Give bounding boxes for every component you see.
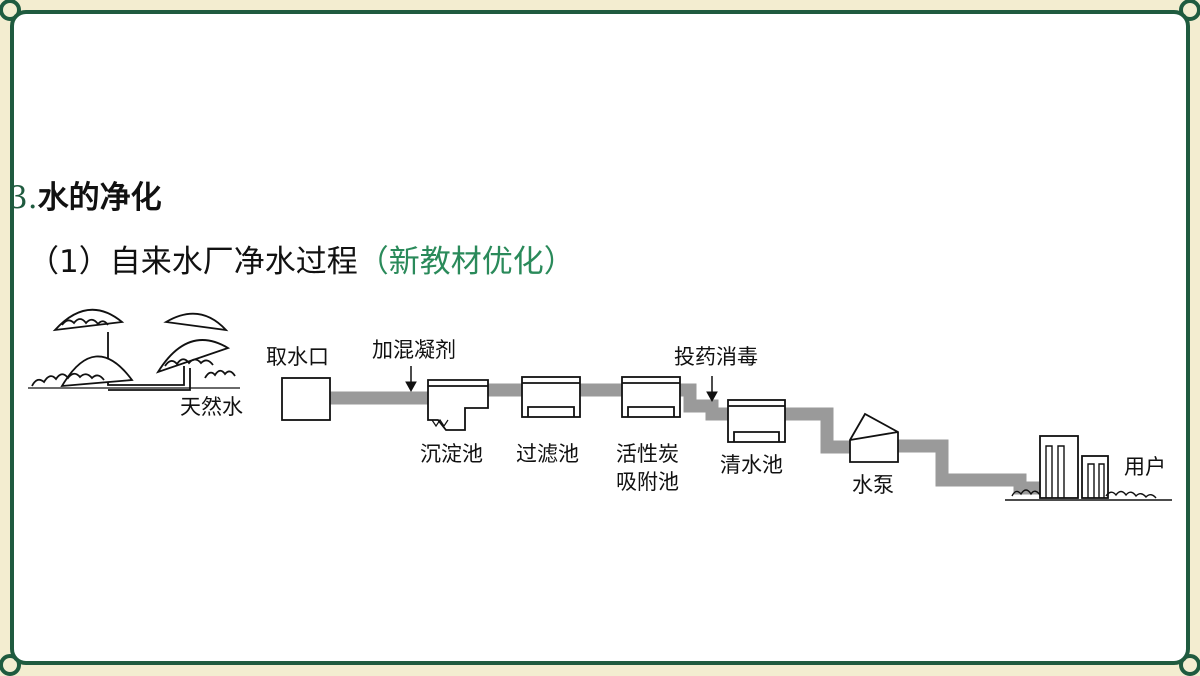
coagulant-arrow [406,366,416,391]
clear-water-tank [728,400,785,442]
label-activated-carbon-2: 吸附池 [616,470,679,494]
sedimentation-tank [428,380,488,430]
label-disinfect: 投药消毒 [674,345,758,369]
pump-house [850,414,898,462]
label-users: 用户 [1124,455,1166,479]
label-sedimentation: 沉淀池 [420,442,483,466]
filtration-tank [522,377,580,417]
label-clear-water: 清水池 [720,453,783,477]
intake-box [282,378,330,420]
label-filtration: 过滤池 [516,442,579,466]
label-pump: 水泵 [852,473,894,497]
label-activated-carbon-1: 活性炭 [616,442,679,466]
disinfect-arrow [707,376,717,401]
label-natural-water: 天然水 [180,395,243,419]
label-add-coagulant: 加混凝剂 [372,338,456,362]
label-intake: 取水口 [266,345,329,369]
natural-water-illustration [28,310,240,390]
activated-carbon-tank [622,377,680,417]
